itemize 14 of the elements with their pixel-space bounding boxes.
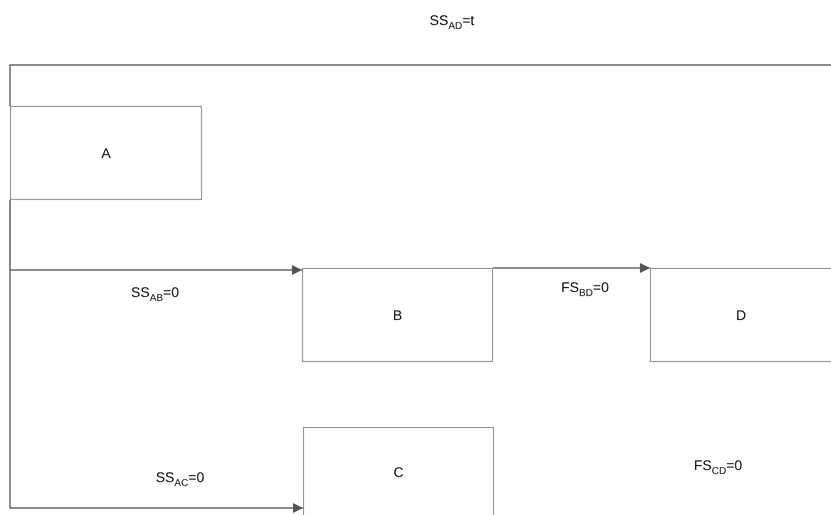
task-name: B [392,307,402,323]
connector-arrow [9,200,303,513]
edge-label: SS$_{AC}$=0 [154,469,206,489]
edge-label: SS$_{AD}$=t [428,12,476,32]
task-box [650,268,831,362]
task-name: C [393,464,404,480]
edge-label: FS$_{BD}$=0 [559,279,611,299]
task-name: A [101,145,111,161]
connector-arrow [493,263,650,273]
task-box [302,268,493,362]
edge-label: SS$_{AB}$=0 [129,284,181,304]
task-box [10,106,202,200]
task-box [303,427,494,515]
task-name: D [736,307,746,323]
